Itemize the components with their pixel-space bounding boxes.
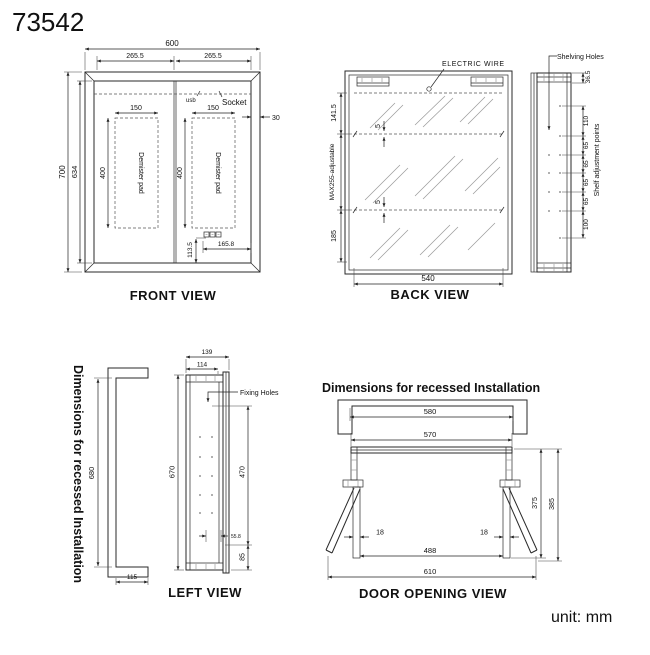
front-view: usb Socket Demister pad Demister pad 150…	[58, 39, 280, 303]
dim-door-right: 265.5	[204, 53, 222, 60]
dim-hole-top: 36.5	[585, 70, 592, 83]
dim-pad-height-right: 400	[177, 167, 184, 179]
mirror-hatch	[364, 95, 501, 261]
dim-back-bottom: 185	[331, 230, 338, 242]
dim-door-height-total: 385	[549, 498, 556, 510]
door-opening-caption: DOOR OPENING VIEW	[359, 586, 507, 601]
dim-inner-height: 634	[70, 166, 79, 179]
dim-pad-width-right: 150	[207, 105, 219, 112]
dim-back-adjustable: MAX255-adjustable	[329, 143, 336, 200]
dim-spacing-0: 110	[583, 115, 590, 126]
usb-label: usb	[186, 98, 196, 104]
left-view: Dimensions for recessed Installation 680…	[71, 349, 279, 600]
model-number: 73542	[12, 7, 84, 37]
electric-wire-label: ELECTRIC WIRE	[442, 61, 505, 68]
back-view: ELECTRIC WIRE	[329, 61, 513, 302]
dim-back-top: 141.5	[331, 104, 338, 122]
dim-back-width: 540	[421, 274, 435, 283]
dim-button-right: 165.8	[218, 241, 235, 248]
dim-hole-offset: 55.8	[231, 534, 241, 540]
dim-door-thickness-right: 18	[480, 530, 488, 537]
dim-fixing-bottom: 85	[240, 553, 247, 561]
fixing-holes-label: Fixing Holes	[240, 390, 279, 397]
dim-open-total: 610	[424, 567, 437, 576]
unit-label: unit: mm	[551, 609, 612, 626]
dim-opening-width: 580	[424, 407, 437, 416]
socket-label: Socket	[222, 98, 247, 107]
dim-spacing-3: 65	[583, 179, 590, 187]
dim-cabinet-width: 570	[424, 430, 437, 439]
dim-cabinet-height: 670	[168, 466, 177, 479]
dim-spacing-2: 65	[583, 160, 590, 168]
recess-title-horizontal: Dimensions for recessed Installation	[322, 381, 540, 395]
dim-inner-clear: 488	[424, 546, 437, 555]
dim-door-thickness-left: 18	[376, 530, 384, 537]
recess-title-vertical: Dimensions for recessed Installation	[71, 365, 85, 583]
dim-pad-width-left: 150	[130, 105, 142, 112]
dim-depth-body: 114	[197, 362, 208, 369]
left-view-caption: LEFT VIEW	[168, 585, 242, 600]
shelf-adjustment-points-label: Shelf adjustment points	[594, 123, 601, 196]
dim-recess-depth: 115	[127, 574, 138, 581]
dim-fixing-span: 470	[240, 466, 247, 478]
dim-pad-height-left: 400	[100, 167, 107, 179]
dim-door-height: 375	[532, 497, 539, 509]
demister-pad-right-label: Demister pad	[214, 152, 221, 194]
dim-button-bottom: 113.5	[187, 242, 194, 258]
dim-door-left: 265.5	[126, 53, 144, 60]
dim-spacing-4: 65	[583, 198, 590, 206]
dim-shelf-thickness-1: 5	[375, 124, 382, 128]
dim-recess-height: 680	[87, 467, 96, 480]
dim-shelf-thickness-2: 5	[375, 200, 382, 204]
dim-total-width: 600	[165, 39, 179, 48]
back-view-caption: BACK VIEW	[391, 287, 470, 302]
dim-depth-total: 139	[202, 349, 213, 356]
shelving-holes-label: Shelving Holes	[557, 54, 604, 61]
demister-pad-left-label: Demister pad	[137, 152, 144, 194]
dim-frame-width: 30	[272, 115, 280, 122]
door-opening-view: Dimensions for recessed Installation 580…	[322, 381, 562, 601]
dim-total-height: 700	[58, 165, 67, 179]
front-view-caption: FRONT VIEW	[130, 288, 217, 303]
dim-spacing-1: 65	[583, 142, 590, 150]
dim-spacing-5: 100	[583, 219, 590, 230]
back-side-section: Shelving Holes 36.5 110 65 65 65 65 100 …	[530, 54, 604, 273]
